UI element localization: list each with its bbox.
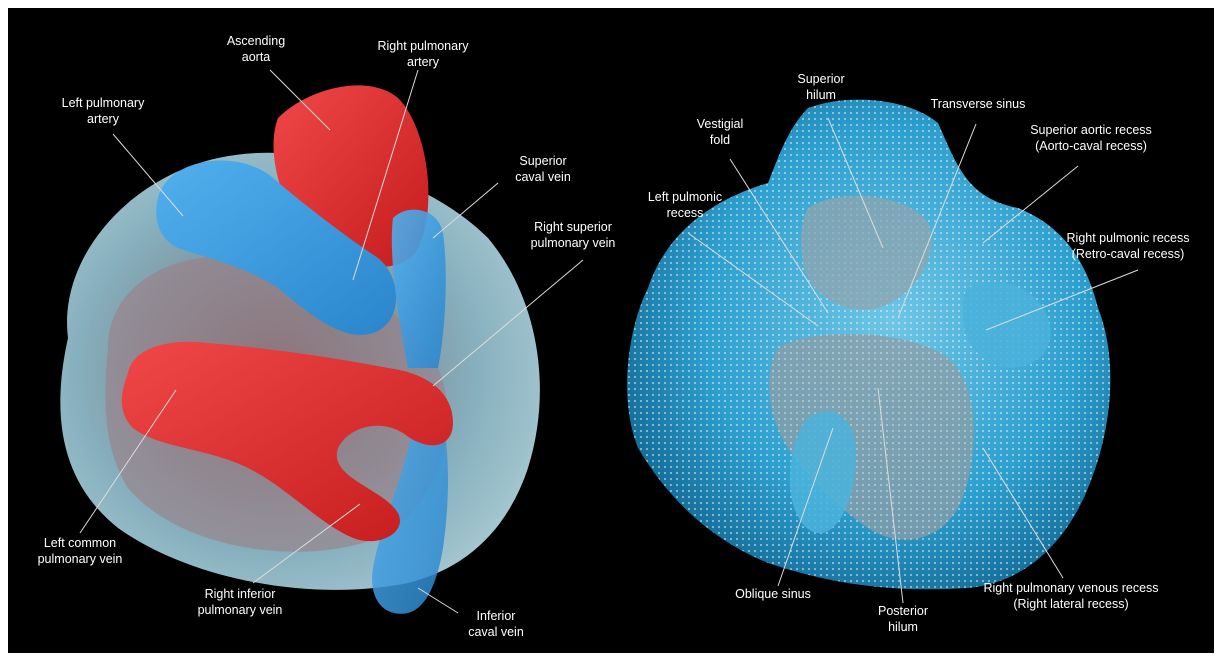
label-vestigial-fold-2: fold	[710, 133, 730, 147]
label-ascending-aorta-1: Ascending	[227, 34, 285, 48]
label-right-superior-pulmonary-vein-1: Right superior	[534, 220, 612, 234]
label-left-pulmonary-artery-2: artery	[87, 112, 120, 126]
label-superior-hilum-1: Superior	[797, 72, 844, 86]
figure-canvas: Ascending aorta Right pulmonary artery Lef…	[8, 8, 1214, 653]
label-left-common-pulmonary-vein-2: pulmonary vein	[38, 552, 123, 566]
label-inferior-caval-vein-2: caval vein	[468, 625, 524, 639]
svg-text:Superior aortic recess(Aorto-c: Superior aortic recess (Aorto-caval reces…	[1030, 123, 1152, 153]
label-right-pulmonary-artery-1: Right pulmonary	[377, 39, 469, 53]
label-superior-caval-vein-2: caval vein	[515, 170, 571, 184]
label-left-pulmonic-recess-1: Left pulmonic	[648, 190, 722, 204]
label-superior-caval-vein-1: Superior	[519, 154, 566, 168]
svg-text:Right pulmonic recess(Retro-ca: Right pulmonic recess (Retro-caval recess…	[1067, 231, 1190, 261]
label-left-pulmonary-artery-1: Left pulmonary	[62, 96, 145, 110]
label-right-pulmonic-recess-2: (Retro-caval recess)	[1072, 247, 1185, 261]
label-right-superior-pulmonary-vein-2: pulmonary vein	[531, 236, 616, 250]
label-right-pulmonary-artery-2: artery	[407, 55, 440, 69]
label-oblique-sinus: Oblique sinus	[735, 587, 811, 601]
label-right-pulmonary-venous-recess-1: Right pulmonary venous recess	[983, 581, 1158, 595]
figure-frame: Ascending aorta Right pulmonary artery Lef…	[8, 8, 1214, 653]
label-transverse-sinus: Transverse sinus	[931, 97, 1026, 111]
svg-text:Oblique sinus: Oblique sinus	[735, 587, 811, 601]
label-right-pulmonary-venous-recess-2: (Right lateral recess)	[1013, 597, 1128, 611]
svg-text:Transverse sinus: Transverse sinus	[931, 97, 1026, 111]
right-pericardial-cast	[627, 100, 1110, 590]
label-ascending-aorta-2: aorta	[242, 50, 271, 64]
label-superior-aortic-recess-2: (Aorto-caval recess)	[1035, 139, 1147, 153]
label-right-pulmonic-recess-1: Right pulmonic recess	[1067, 231, 1190, 245]
label-left-common-pulmonary-vein-1: Left common	[44, 536, 116, 550]
label-right-inferior-pulmonary-vein-2: pulmonary vein	[198, 603, 283, 617]
label-right-inferior-pulmonary-vein-1: Right inferior	[205, 587, 276, 601]
label-left-pulmonic-recess-2: recess	[667, 206, 704, 220]
label-superior-aortic-recess-1: Superior aortic recess	[1030, 123, 1152, 137]
label-superior-hilum-2: hilum	[806, 88, 836, 102]
label-posterior-hilum-2: hilum	[888, 620, 918, 634]
svg-text:Right pulmonary venous recess(: Right pulmonary venous recess (Right late…	[983, 581, 1158, 611]
label-posterior-hilum-1: Posterior	[878, 604, 928, 618]
label-inferior-caval-vein-1: Inferior	[477, 609, 516, 623]
label-vestigial-fold-1: Vestigial	[697, 117, 744, 131]
left-heart-model	[60, 85, 540, 613]
